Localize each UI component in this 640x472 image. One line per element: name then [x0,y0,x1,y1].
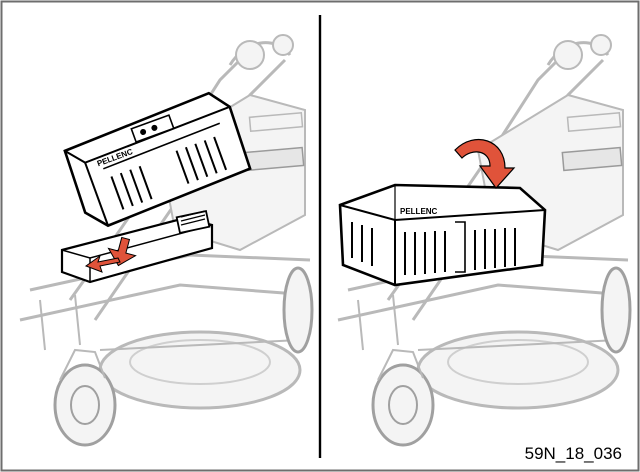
slide-arrow [84,254,121,273]
rotate-arrow [454,139,516,189]
left-panel: PELLENC [18,33,314,447]
figure-label: 59N_18_036 [525,444,622,463]
right-panel: PELLENC [336,33,632,447]
battery-unit-tilted: PELLENC [63,91,252,228]
battery-unit-installed: PELLENC [338,183,547,287]
battery-brand-text-right: PELLENC [400,207,438,216]
